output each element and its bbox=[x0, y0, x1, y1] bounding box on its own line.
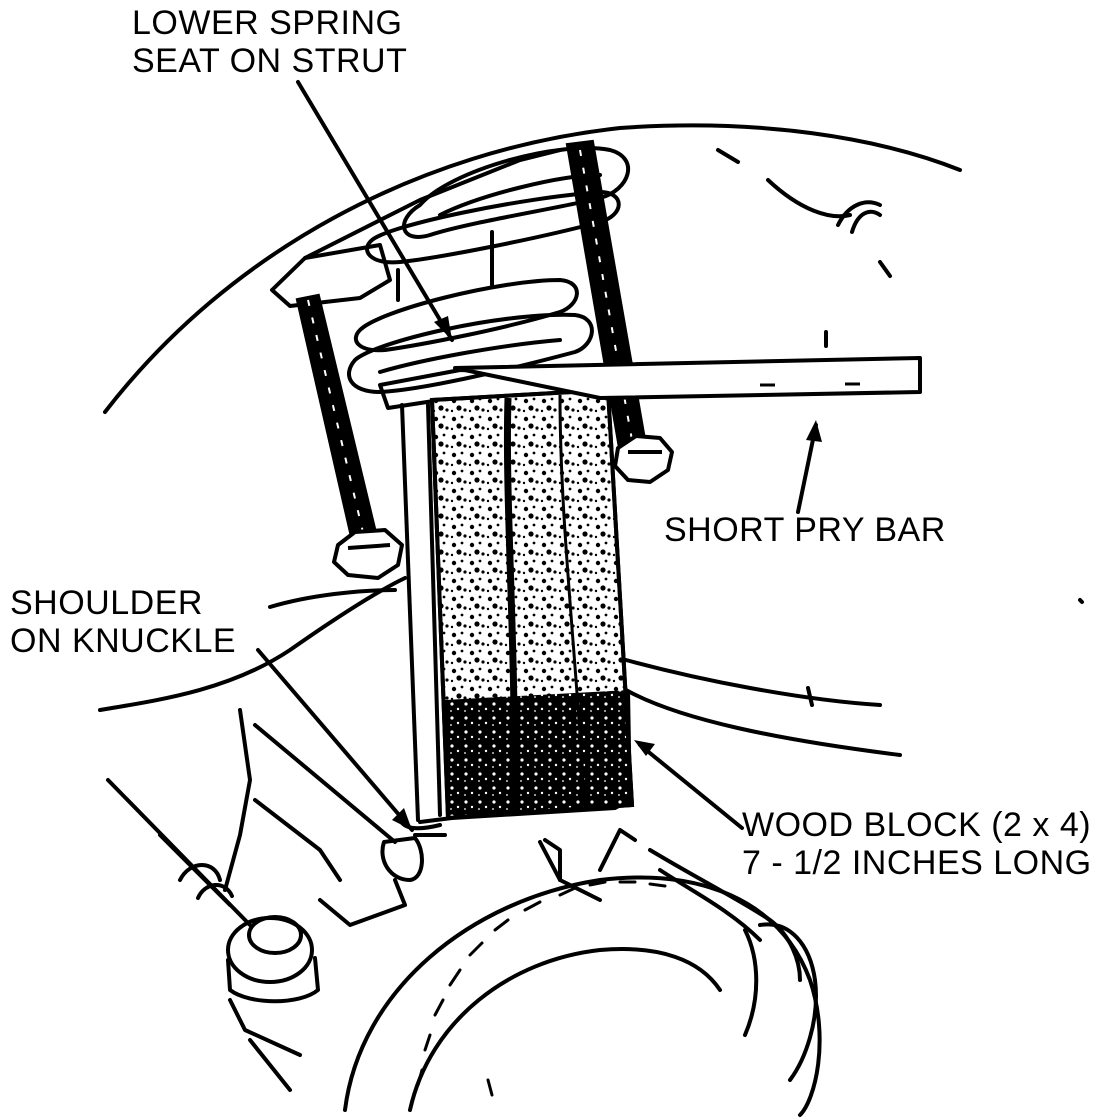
brake-rotor-outer bbox=[343, 875, 822, 1117]
liner-small-mark bbox=[1078, 598, 1084, 604]
tie-rod-2 bbox=[158, 833, 232, 907]
label-wood-block-line-2: 7 - 1/2 INCHES LONG bbox=[742, 844, 1092, 882]
knuckle-arm bbox=[223, 708, 252, 892]
knuckle-arm-2 bbox=[253, 723, 397, 844]
hex-nut-left bbox=[332, 528, 404, 580]
upper-mount-lip bbox=[303, 148, 562, 260]
fender-contour-3 bbox=[850, 209, 882, 234]
spring-coil-3 bbox=[353, 278, 579, 353]
rotor-edge-2 bbox=[598, 828, 637, 872]
caliper-body bbox=[648, 848, 802, 982]
caliper-body-2 bbox=[658, 868, 762, 942]
liner-line-3 bbox=[806, 686, 814, 707]
knuckle-lines-2 bbox=[268, 588, 397, 609]
tie-rod-boot-2 bbox=[196, 883, 234, 900]
arrowhead-shoulder-on-knuckle bbox=[392, 808, 412, 830]
label-short-pry-bar-line-1: SHORT PRY BAR bbox=[664, 511, 946, 549]
arrowhead-wood-block bbox=[634, 740, 655, 756]
fender-arch bbox=[103, 123, 962, 414]
arrowhead-lower-spring-seat bbox=[434, 316, 452, 340]
knuckle-lower bbox=[318, 878, 407, 927]
label-short-pry-bar: SHORT PRY BAR bbox=[664, 511, 946, 549]
label-shoulder-line-2: ON KNUCKLE bbox=[10, 622, 237, 660]
fender-inner-line bbox=[716, 148, 740, 164]
rotor-vent-slots bbox=[416, 880, 667, 1097]
hex-nut-left-face bbox=[347, 543, 391, 550]
knuckle-arm-3 bbox=[253, 798, 342, 882]
tie-rod-boot bbox=[178, 863, 222, 882]
leader-lower-spring-seat bbox=[296, 80, 454, 342]
fender-contour-2 bbox=[836, 200, 882, 227]
ball-joint-stem bbox=[228, 998, 302, 1057]
label-shoulder-line-1: SHOULDER bbox=[10, 584, 203, 622]
hex-nut-right bbox=[613, 434, 674, 484]
label-shoulder-on-knuckle: SHOULDER ON KNUCKLE bbox=[10, 584, 236, 660]
callout-arrowheads bbox=[392, 316, 822, 830]
brake-rotor-inner bbox=[408, 947, 722, 1112]
compressor-rod-left bbox=[295, 293, 381, 553]
caliper-claw-2 bbox=[743, 928, 759, 1037]
label-lower-spring-seat-line-2: SEAT ON STRUT bbox=[132, 42, 408, 80]
fender-contour bbox=[766, 178, 852, 219]
strut-body-left-2 bbox=[426, 403, 442, 817]
knuckle-bracket bbox=[380, 836, 424, 882]
liner-line-2 bbox=[624, 688, 902, 757]
arrowhead-short-pry-bar bbox=[806, 420, 822, 442]
label-wood-block: WOOD BLOCK (2 x 4) 7 - 1/2 INCHES LONG bbox=[742, 806, 1092, 882]
label-lower-spring-seat-line-1: LOWER SPRING bbox=[132, 4, 403, 42]
leader-wood-block bbox=[638, 743, 744, 830]
strut-body-left bbox=[400, 403, 420, 822]
leader-shoulder-on-knuckle bbox=[256, 648, 414, 832]
upper-mount-plate bbox=[270, 243, 392, 308]
knuckle-shoulder-edge-2 bbox=[538, 840, 602, 902]
fender-mark bbox=[878, 260, 892, 278]
ball-joint-top bbox=[247, 915, 303, 955]
short-pry-bar bbox=[453, 356, 922, 400]
label-lower-spring-seat-on-strut: LOWER SPRING SEAT ON STRUT bbox=[132, 4, 407, 80]
knuckle-lines bbox=[98, 576, 407, 712]
label-wood-block-line-1: WOOD BLOCK (2 x 4) bbox=[742, 806, 1092, 844]
liner-line bbox=[624, 658, 882, 707]
caliper-claw bbox=[758, 922, 818, 1082]
rotor-edge bbox=[543, 838, 562, 882]
ball-joint-stem-2 bbox=[248, 1038, 292, 1092]
spring-coil-4-inner bbox=[378, 338, 562, 374]
spring-coil-4 bbox=[347, 312, 594, 394]
wood-block bbox=[429, 387, 635, 821]
ball-joint-base bbox=[226, 956, 320, 1004]
